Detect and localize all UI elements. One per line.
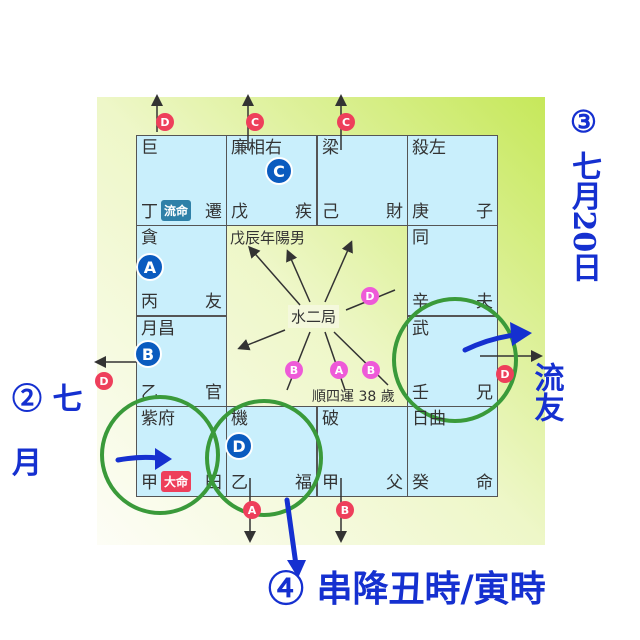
year-gender: 戊辰年陽男 xyxy=(230,229,306,247)
palace-stem: 丁 xyxy=(141,202,158,222)
palace-stem: 癸 xyxy=(412,473,429,493)
annotation-july: ② 七月 xyxy=(12,382,83,481)
palace-cell[interactable]: 殺左 庚 子 xyxy=(407,135,498,226)
sihua-badge: C xyxy=(265,157,293,185)
highlight-circles xyxy=(100,297,518,517)
sihua-badge: B xyxy=(134,340,162,368)
sihua-badge: B xyxy=(285,361,303,379)
palace-stars: 機 xyxy=(231,409,248,429)
sihua-badge: A xyxy=(243,501,261,519)
palace-cell[interactable]: 廉相右 戊 疾 xyxy=(226,135,317,226)
palace-stem: 己 xyxy=(322,202,339,222)
palace-tag: 流命 xyxy=(161,200,192,221)
annotation-liu-you: 流友 xyxy=(528,362,564,422)
palace-stars: 同 xyxy=(412,228,429,248)
palace-stars: 武 xyxy=(412,319,429,339)
sihua-badge: A xyxy=(330,361,348,379)
palace-stars: 梁 xyxy=(322,138,339,158)
palace-cell[interactable]: 月昌 乙 官 xyxy=(136,316,227,407)
palace-cell[interactable]: 武 壬 兄 xyxy=(407,316,498,407)
palace-name: 官 xyxy=(205,383,222,403)
palace-name: 福 xyxy=(295,473,312,493)
palace-stars: 紫府 xyxy=(141,409,175,429)
luck-info: 順四運 38 歲 xyxy=(312,389,395,405)
sihua-badge: A xyxy=(136,253,164,281)
sihua-badge: D xyxy=(225,432,253,460)
palace-name: 命 xyxy=(476,473,493,493)
sihua-badge: B xyxy=(336,501,354,519)
palace-stars: 貪 xyxy=(141,228,158,248)
sihua-badge: C xyxy=(337,113,355,131)
palace-stem: 乙 xyxy=(231,473,248,493)
palace-name: 父 xyxy=(386,473,403,493)
palace-stars: 巨 xyxy=(141,138,158,158)
palace-stem: 甲 xyxy=(322,473,339,493)
palace-name: 遷 xyxy=(205,202,222,222)
palace-stem: 甲 xyxy=(141,473,158,493)
sihua-badge: D xyxy=(496,365,514,383)
sihua-badge: D xyxy=(361,287,379,305)
palace-cell[interactable]: 梁 己 財 xyxy=(317,135,408,226)
palace-stars: 廉相右 xyxy=(231,138,282,158)
palace-stem: 戊 xyxy=(231,202,248,222)
palace-cell[interactable]: 巨 丁 遷流命 xyxy=(136,135,227,226)
center-panel: 戊辰年陽男 水二局 順四運 38 歲 xyxy=(226,225,407,406)
palace-stem: 庚 xyxy=(412,202,429,222)
palace-cell[interactable]: 貪 丙 友 xyxy=(136,225,227,316)
sihua-badge: D xyxy=(156,113,174,131)
palace-stem: 丙 xyxy=(141,292,158,312)
palace-name: 兄 xyxy=(476,383,493,403)
palace-name: 疾 xyxy=(295,202,312,222)
annotation-july-20: ③ 七月20日 xyxy=(566,105,601,283)
sihua-badge: C xyxy=(246,113,264,131)
palace-stars: 日曲 xyxy=(412,409,446,429)
sihua-badge: D xyxy=(95,372,113,390)
palace-name: 友 xyxy=(205,292,222,312)
bureau: 水二局 xyxy=(288,305,340,328)
palace-name: 財 xyxy=(386,202,403,222)
palace-stars: 破 xyxy=(322,409,339,429)
palace-stem: 壬 xyxy=(412,383,429,403)
palace-name: 子 xyxy=(476,202,493,222)
sihua-badge: B xyxy=(362,361,380,379)
palace-stars: 殺左 xyxy=(412,138,446,158)
annotation-birth-hour: ④ 串降丑時/寅時 xyxy=(268,568,546,610)
palace-cell[interactable]: 破 甲 父 xyxy=(317,406,408,497)
palace-tag: 大命 xyxy=(161,471,192,492)
palace-stars: 月昌 xyxy=(141,319,175,339)
